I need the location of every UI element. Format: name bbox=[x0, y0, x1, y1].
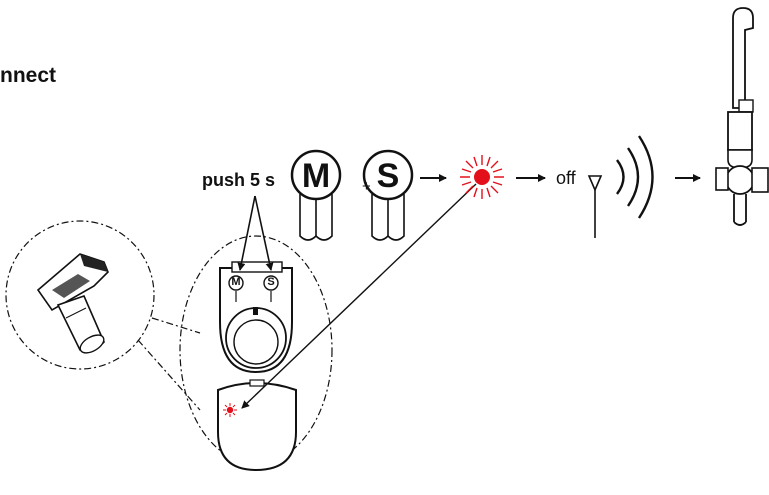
slave-key-icon bbox=[362, 149, 414, 241]
handset-bottom-icon bbox=[217, 379, 297, 472]
push-duration-label: push 5 s bbox=[202, 170, 276, 190]
plus-sign: + bbox=[362, 178, 371, 195]
shower-head-icon bbox=[715, 7, 769, 226]
slave-key-label: S bbox=[376, 157, 400, 195]
handset-top-icon bbox=[219, 261, 293, 374]
led-blink-icon bbox=[460, 155, 504, 199]
master-key-icon bbox=[290, 149, 342, 241]
master-key-label: M bbox=[301, 157, 331, 195]
master-button-label: M bbox=[231, 276, 241, 288]
slave-button-label: S bbox=[267, 276, 275, 288]
radio-waves-icon bbox=[616, 135, 654, 219]
off-label: off bbox=[556, 168, 576, 188]
magnifier-circle-icon bbox=[5, 220, 201, 411]
antenna-icon bbox=[587, 175, 603, 238]
page-title: nnect bbox=[0, 64, 57, 87]
led-small-icon bbox=[223, 403, 237, 417]
